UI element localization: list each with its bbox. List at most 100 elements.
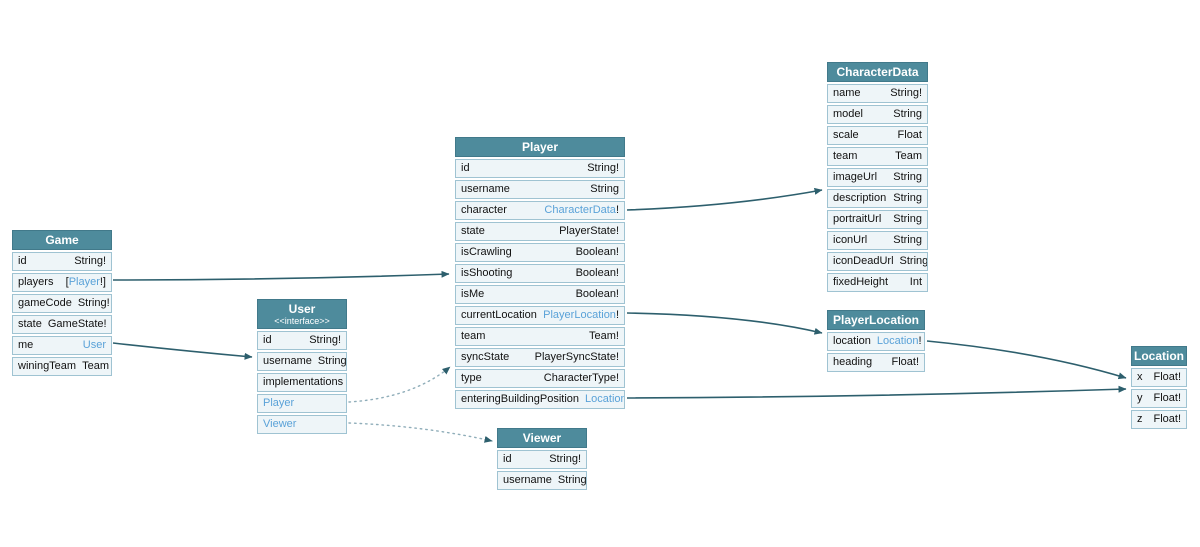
field-name-link[interactable]: Player [263, 397, 295, 409]
field-type: Float! [1153, 371, 1181, 383]
field-name: isMe [461, 288, 485, 300]
field-name: username [461, 183, 510, 195]
field-row-description[interactable]: description String [827, 189, 928, 208]
type-link[interactable]: CharacterData [544, 204, 616, 216]
field-type: String! [309, 334, 341, 346]
field-row-character[interactable]: character CharacterData! [455, 201, 625, 220]
field-name: players [18, 276, 54, 288]
field-type: String [590, 183, 619, 195]
table-location-header[interactable]: Location [1131, 346, 1187, 366]
field-name: team [833, 150, 858, 162]
type-link[interactable]: Location [585, 393, 625, 405]
field-row-players[interactable]: players[Player!] [12, 273, 112, 292]
field-type: String [893, 108, 922, 120]
table-title: Player [521, 140, 559, 154]
edge-game-players-to-player [112, 270, 450, 281]
type-link[interactable]: PlayerLocation [543, 309, 616, 321]
field-name: character [461, 204, 507, 216]
type-link[interactable]: Location [876, 335, 919, 347]
table-user-header[interactable]: User<<interface>> [257, 299, 347, 329]
field-name: state [461, 225, 485, 237]
edge-user-player-to-player [348, 366, 451, 403]
field-type: PlayerState! [559, 225, 619, 237]
field-row-state[interactable]: state PlayerState! [455, 222, 625, 241]
field-name: state [18, 318, 42, 330]
field-name: team [461, 330, 486, 342]
field-name: iconUrl [833, 234, 868, 246]
table-player-header[interactable]: Player [455, 137, 625, 157]
field-type: PlayerSyncState! [534, 351, 619, 363]
field-name: id [461, 162, 470, 174]
field-row-fixedHeight[interactable]: fixedHeight Int [827, 273, 928, 292]
field-type: User [83, 339, 106, 352]
type-link[interactable]: Player [68, 276, 100, 288]
field-type: Boolean! [575, 288, 619, 300]
field-row-x[interactable]: x Float! [1131, 368, 1187, 387]
type-link[interactable]: User [82, 339, 106, 351]
field-name: scale [833, 129, 859, 141]
table-character-data-header[interactable]: CharacterData [827, 62, 928, 82]
edge-user-viewer-to-viewer [348, 422, 493, 443]
type-suffix: ! [615, 204, 619, 216]
field-type: String [899, 255, 928, 267]
field-name: winingTeam [18, 360, 77, 372]
edge-game-me-to-user [112, 342, 253, 360]
table-game-header[interactable]: Game [12, 230, 112, 250]
field-name: description [833, 192, 887, 204]
field-type: Float! [891, 356, 919, 368]
field-type: CharacterData! [544, 204, 619, 217]
type-prefix: [ [65, 276, 69, 288]
field-type: Boolean! [575, 246, 619, 258]
field-name: isCrawling [461, 246, 512, 258]
field-row-username[interactable]: username String [455, 180, 625, 199]
field-name: isShooting [461, 267, 513, 279]
field-row-Viewer[interactable]: Viewer [257, 415, 347, 434]
field-name: fixedHeight [833, 276, 889, 288]
field-type: Float! [1153, 413, 1181, 425]
field-row-implementations[interactable]: implementations [257, 373, 347, 392]
field-row-Player[interactable]: Player [257, 394, 347, 413]
field-type: String [893, 171, 922, 183]
field-type: String [893, 192, 922, 204]
field-type: String! [890, 87, 922, 99]
field-name-link[interactable]: Viewer [263, 418, 297, 430]
field-type: Int [909, 276, 922, 288]
field-row-isMe[interactable]: isMe Boolean! [455, 285, 625, 304]
field-name: x [1137, 371, 1143, 383]
table-viewer-header[interactable]: Viewer [497, 428, 587, 448]
field-row-isCrawling[interactable]: isCrawling Boolean! [455, 243, 625, 262]
table-player-location-header[interactable]: PlayerLocation [827, 310, 925, 330]
table-title: User [288, 302, 316, 316]
table-subtitle: <<interface>> [274, 316, 330, 326]
